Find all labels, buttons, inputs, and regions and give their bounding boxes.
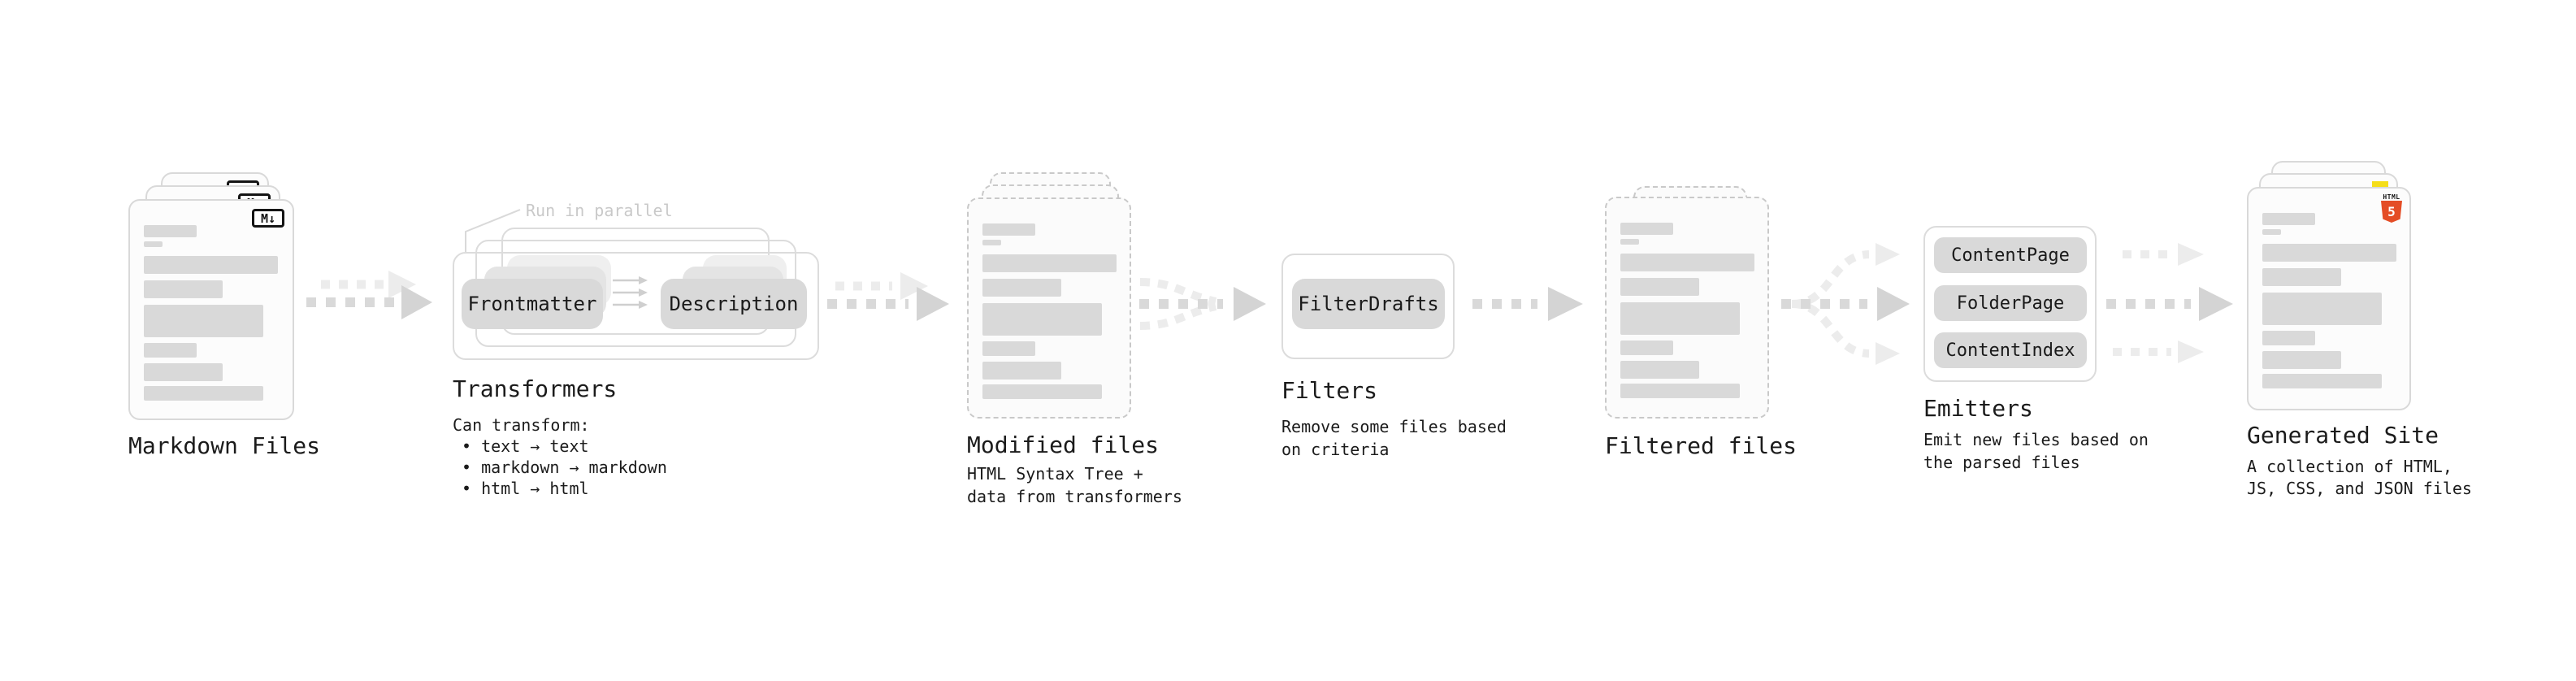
generated-subtext-line1: A collection of HTML,	[2247, 457, 2452, 476]
transformer-frontmatter-box: Frontmatter	[462, 279, 603, 329]
text-line-placeholder	[1620, 361, 1699, 379]
transformers-bullet-1: • text → text	[462, 436, 589, 456]
text-line-placeholder	[2262, 229, 2281, 235]
arrow-modified-to-filters-converge	[1139, 278, 1266, 330]
stage-label-filters: Filters	[1281, 377, 1378, 404]
text-line-placeholder	[2262, 268, 2341, 286]
text-line-placeholder	[982, 384, 1102, 399]
stage-label-generated-site: Generated Site	[2247, 422, 2439, 449]
stage-label-modified-files: Modified files	[967, 432, 1160, 458]
stage-label-markdown-files: Markdown Files	[128, 432, 321, 459]
text-line-placeholder	[2262, 213, 2315, 225]
arrow-markdown-to-transformers	[306, 271, 432, 319]
emitters-subtext-line1: Emit new files based on	[1923, 430, 2149, 449]
emitter-content-page-label: ContentPage	[1951, 245, 2070, 266]
stage-label-transformers: Transformers	[453, 375, 618, 402]
modified-file-card	[967, 197, 1131, 419]
stage-label-emitters: Emitters	[1923, 395, 2033, 422]
markdown-file-card: M↓	[128, 199, 294, 420]
html5-icon: HTML 5	[2380, 193, 2403, 223]
transformer-container	[453, 252, 819, 360]
text-line-placeholder	[144, 256, 278, 274]
text-line-placeholder	[982, 303, 1102, 336]
arrow-filters-to-filtered	[1472, 287, 1583, 321]
text-line-placeholder	[1620, 278, 1699, 296]
filter-drafts-box: FilterDrafts	[1292, 279, 1445, 329]
stage-label-filtered-files: Filtered files	[1605, 432, 1798, 459]
transformers-subtext: Can transform:	[453, 415, 590, 435]
transformer-frontmatter-label: Frontmatter	[467, 293, 597, 315]
transformers-bullet-2: • markdown → markdown	[462, 458, 667, 477]
html5-icon-shield: 5	[2381, 201, 2402, 223]
text-line-placeholder	[144, 225, 197, 237]
text-line-placeholder	[982, 240, 1001, 245]
filters-subtext-line2: on criteria	[1281, 440, 1390, 459]
text-line-placeholder	[2262, 244, 2396, 262]
text-line-placeholder	[144, 280, 223, 298]
emitter-folder-page-label: FolderPage	[1956, 293, 2065, 314]
text-line-placeholder	[144, 343, 197, 358]
markdown-icon: M↓	[252, 209, 284, 228]
text-line-placeholder	[2262, 331, 2315, 345]
text-line-placeholder	[144, 305, 263, 337]
emitter-content-page-box: ContentPage	[1934, 237, 2087, 273]
modified-subtext-line1: HTML Syntax Tree +	[967, 464, 1143, 484]
transformer-description-label: Description	[669, 293, 799, 315]
text-line-placeholder	[1620, 223, 1673, 235]
text-line-placeholder	[1620, 384, 1740, 398]
text-line-placeholder	[982, 362, 1061, 380]
emitter-content-index-label: ContentIndex	[1945, 340, 2075, 361]
html5-icon-word: HTML	[2383, 193, 2400, 201]
transformers-bullet-3: • html → html	[462, 479, 589, 498]
text-line-placeholder	[144, 241, 163, 247]
text-line-placeholder	[2262, 374, 2382, 388]
arrow-filtered-to-emitters-diverge	[1781, 243, 1910, 365]
text-line-placeholder	[982, 341, 1035, 356]
text-line-placeholder	[144, 386, 263, 401]
emitters-subtext-line2: the parsed files	[1923, 453, 2080, 472]
emitter-content-index-box: ContentIndex	[1934, 332, 2087, 368]
html5-icon-number: 5	[2387, 204, 2396, 219]
text-line-placeholder	[982, 223, 1035, 236]
text-line-placeholder	[1620, 239, 1639, 245]
text-line-placeholder	[144, 363, 223, 381]
text-line-placeholder	[982, 254, 1117, 272]
generated-subtext-line2: JS, CSS, and JSON files	[2247, 479, 2472, 498]
generated-file-card: HTML 5	[2247, 187, 2411, 410]
text-line-placeholder	[1620, 302, 1740, 335]
emitter-folder-page-box: FolderPage	[1934, 285, 2087, 321]
filters-subtext-line1: Remove some files based	[1281, 417, 1507, 436]
text-line-placeholder	[1620, 254, 1754, 271]
filter-drafts-label: FilterDrafts	[1298, 293, 1439, 315]
run-in-parallel-annotation: Run in parallel	[526, 201, 673, 220]
filtered-file-card	[1605, 197, 1769, 419]
arrow-transformers-to-modified	[827, 272, 949, 321]
text-line-placeholder	[1620, 340, 1673, 355]
text-line-placeholder	[982, 279, 1061, 297]
modified-subtext-line2: data from transformers	[967, 487, 1182, 506]
transformer-description-box: Description	[661, 279, 807, 329]
text-line-placeholder	[2262, 293, 2382, 325]
arrow-emitters-to-generated	[2106, 243, 2233, 363]
text-line-placeholder	[2262, 351, 2341, 369]
